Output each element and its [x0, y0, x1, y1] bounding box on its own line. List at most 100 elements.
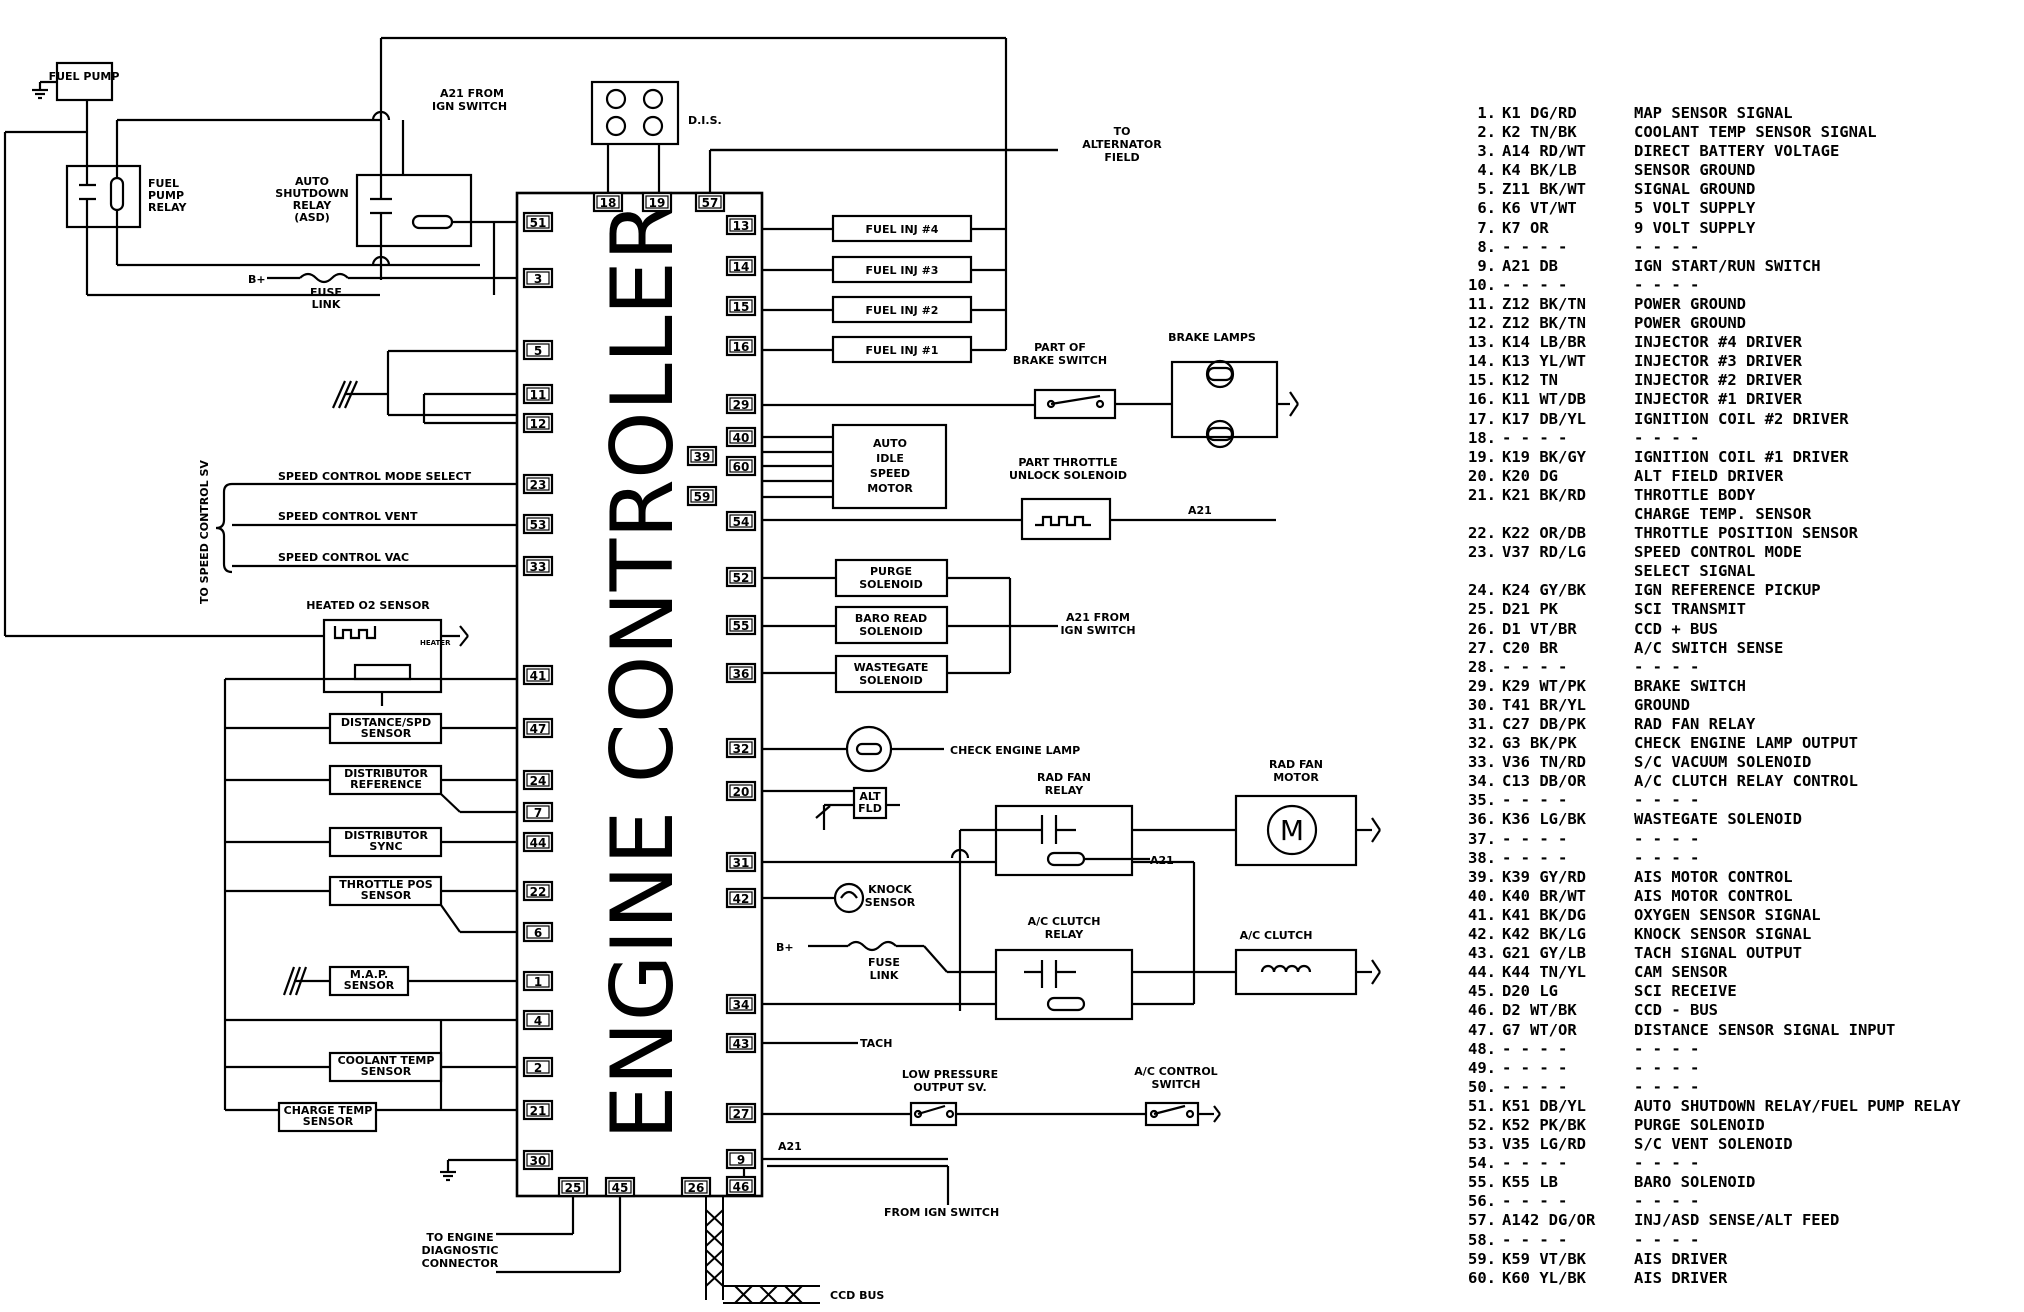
pin-number: 42.: [1468, 925, 1496, 944]
pin-function: CHARGE TEMP. SENSOR: [1634, 504, 1812, 523]
dis-label: D.I.S.: [688, 114, 722, 127]
wire-code: K44 TN/YL: [1502, 963, 1586, 982]
pin-number: 52.: [1468, 1115, 1496, 1134]
wire-code: - - - -: [1502, 1154, 1568, 1173]
pin-function: - - - -: [1634, 657, 1700, 676]
top-pin-18-label: 18: [600, 196, 617, 210]
wire-code: D21 PK: [1502, 600, 1558, 619]
motor-m-label: M: [1280, 814, 1304, 847]
pin-function: INJECTOR #1 DRIVER: [1634, 390, 1802, 409]
wire-code: - - - -: [1502, 657, 1568, 676]
pin-function: KNOCK SENSOR SIGNAL: [1634, 925, 1812, 944]
right-pin-60: 60: [725, 455, 757, 477]
knock-sensor-symbol: [833, 882, 865, 914]
pin-number: 17.: [1468, 409, 1496, 428]
pin-function: DISTANCE SENSOR SIGNAL INPUT: [1634, 1020, 1896, 1039]
wire-code: - - - -: [1502, 1192, 1568, 1211]
left-pin-30: 30: [522, 1149, 554, 1171]
b-plus-right: B+: [776, 941, 794, 954]
pin-function: CAM SENSOR: [1634, 963, 1728, 982]
pin-function: CCD - BUS: [1634, 1001, 1718, 1020]
wire-code: K1 DG/RD: [1502, 104, 1577, 122]
a21-label: A21: [1188, 504, 1212, 517]
pin-function: INJ/ASD SENSE/ALT FEED: [1634, 1211, 1840, 1230]
bottom-pin-45: 45: [604, 1176, 636, 1198]
pin-number: 23.: [1468, 543, 1496, 562]
left-pin-23: 23: [522, 473, 554, 495]
wire-code: K14 LB/BR: [1502, 333, 1586, 352]
pin-function: CHECK ENGINE LAMP OUTPUT: [1634, 734, 1858, 753]
wire-code: G3 BK/PK: [1502, 734, 1577, 753]
pin-number: 26.: [1468, 619, 1496, 638]
pin-function: IGN REFERENCE PICKUP: [1634, 581, 1821, 600]
pin-number: 54.: [1468, 1154, 1496, 1173]
pinout-row: 8.- - - -- - - -: [1448, 238, 2024, 257]
left-pin-2-label: 2: [534, 1061, 542, 1075]
right-pin-29: 29: [725, 393, 757, 415]
pin-number: 12.: [1468, 314, 1496, 333]
ccd-bus-label: CCD BUS: [830, 1289, 884, 1302]
right-pin-55-label: 55: [733, 619, 750, 633]
right-pin-36-label: 36: [733, 667, 750, 681]
left-pin-51-label: 51: [530, 216, 547, 230]
right-pin-34-label: 34: [733, 998, 750, 1012]
pin-function: SPEED CONTROL MODE: [1634, 543, 1802, 562]
pin-function: A/C SWITCH SENSE: [1634, 638, 1784, 657]
pin-function: - - - -: [1634, 1039, 1700, 1058]
asd-relay-box: [355, 173, 473, 248]
wire-code: K12 TN: [1502, 371, 1558, 390]
pin-function: THROTTLE POSITION SENSOR: [1634, 524, 1858, 543]
pin-number: 24.: [1468, 581, 1496, 600]
pin-function: AIS DRIVER: [1634, 1249, 1728, 1268]
wire-code: K17 DB/YL: [1502, 409, 1586, 428]
pin-number: 43.: [1468, 944, 1496, 963]
pin-number: 33.: [1468, 753, 1496, 772]
right-pin-36: 36: [725, 662, 757, 684]
charge-temp-box: [277, 1101, 378, 1133]
pin-number: 13.: [1468, 333, 1496, 352]
pin-function: - - - -: [1634, 1230, 1700, 1249]
pin-number: 58.: [1468, 1230, 1496, 1249]
left-pin-22-label: 22: [530, 885, 547, 899]
pin-function: - - - -: [1634, 275, 1700, 294]
right-pin-40-label: 40: [733, 431, 750, 445]
pin-number: 41.: [1468, 905, 1496, 924]
right-pin-52: 52: [725, 566, 757, 588]
wire-code: K21 BK/RD: [1502, 485, 1586, 504]
a21-relay-label: A21: [1150, 854, 1174, 867]
tach-label: TACH: [860, 1037, 892, 1050]
pin-number: 20.: [1468, 466, 1496, 485]
pin-number: 37.: [1468, 829, 1496, 848]
pin-function: - - - -: [1634, 829, 1700, 848]
wire-code: - - - -: [1502, 237, 1568, 256]
left-pin-5: 5: [522, 339, 554, 361]
left-pin-21: 21: [522, 1099, 554, 1121]
right-pin-16-label: 16: [733, 340, 750, 354]
dis-box: [590, 80, 680, 146]
pin-function: DIRECT BATTERY VOLTAGE: [1634, 142, 1840, 161]
wire-code: K42 BK/LG: [1502, 925, 1586, 944]
pin-function: INJECTOR #2 DRIVER: [1634, 371, 1802, 390]
mid-pin-39-label: 39: [694, 450, 711, 464]
speed-vent-label: SPEED CONTROL VENT: [278, 510, 418, 523]
heated-o2-box: [322, 618, 443, 694]
